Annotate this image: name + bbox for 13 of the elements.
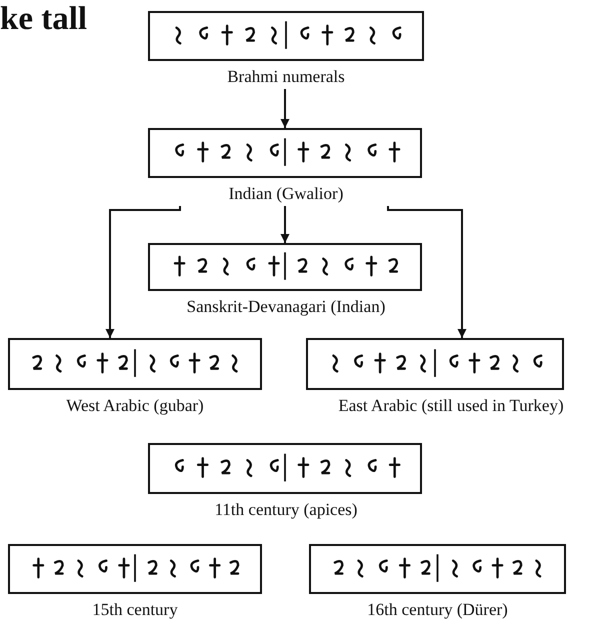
node-label: 16th century (Dürer)	[366, 600, 509, 620]
node-label: 11th century (apices)	[214, 500, 358, 520]
arrow	[387, 206, 466, 338]
arrow	[280, 206, 290, 243]
arrow	[106, 206, 181, 338]
node-label: East Arabic (still used in Turkey)	[337, 396, 565, 416]
node-label: West Arabic (gubar)	[65, 396, 205, 416]
node-label: Sanskrit-Devanagari (Indian)	[186, 297, 386, 317]
node-label: Brahmi numerals	[226, 67, 346, 87]
arrow	[280, 89, 290, 128]
node-label: 15th century	[91, 600, 179, 620]
node-label: Indian (Gwalior)	[228, 184, 344, 204]
heading-fragment: ke tall	[0, 0, 88, 38]
